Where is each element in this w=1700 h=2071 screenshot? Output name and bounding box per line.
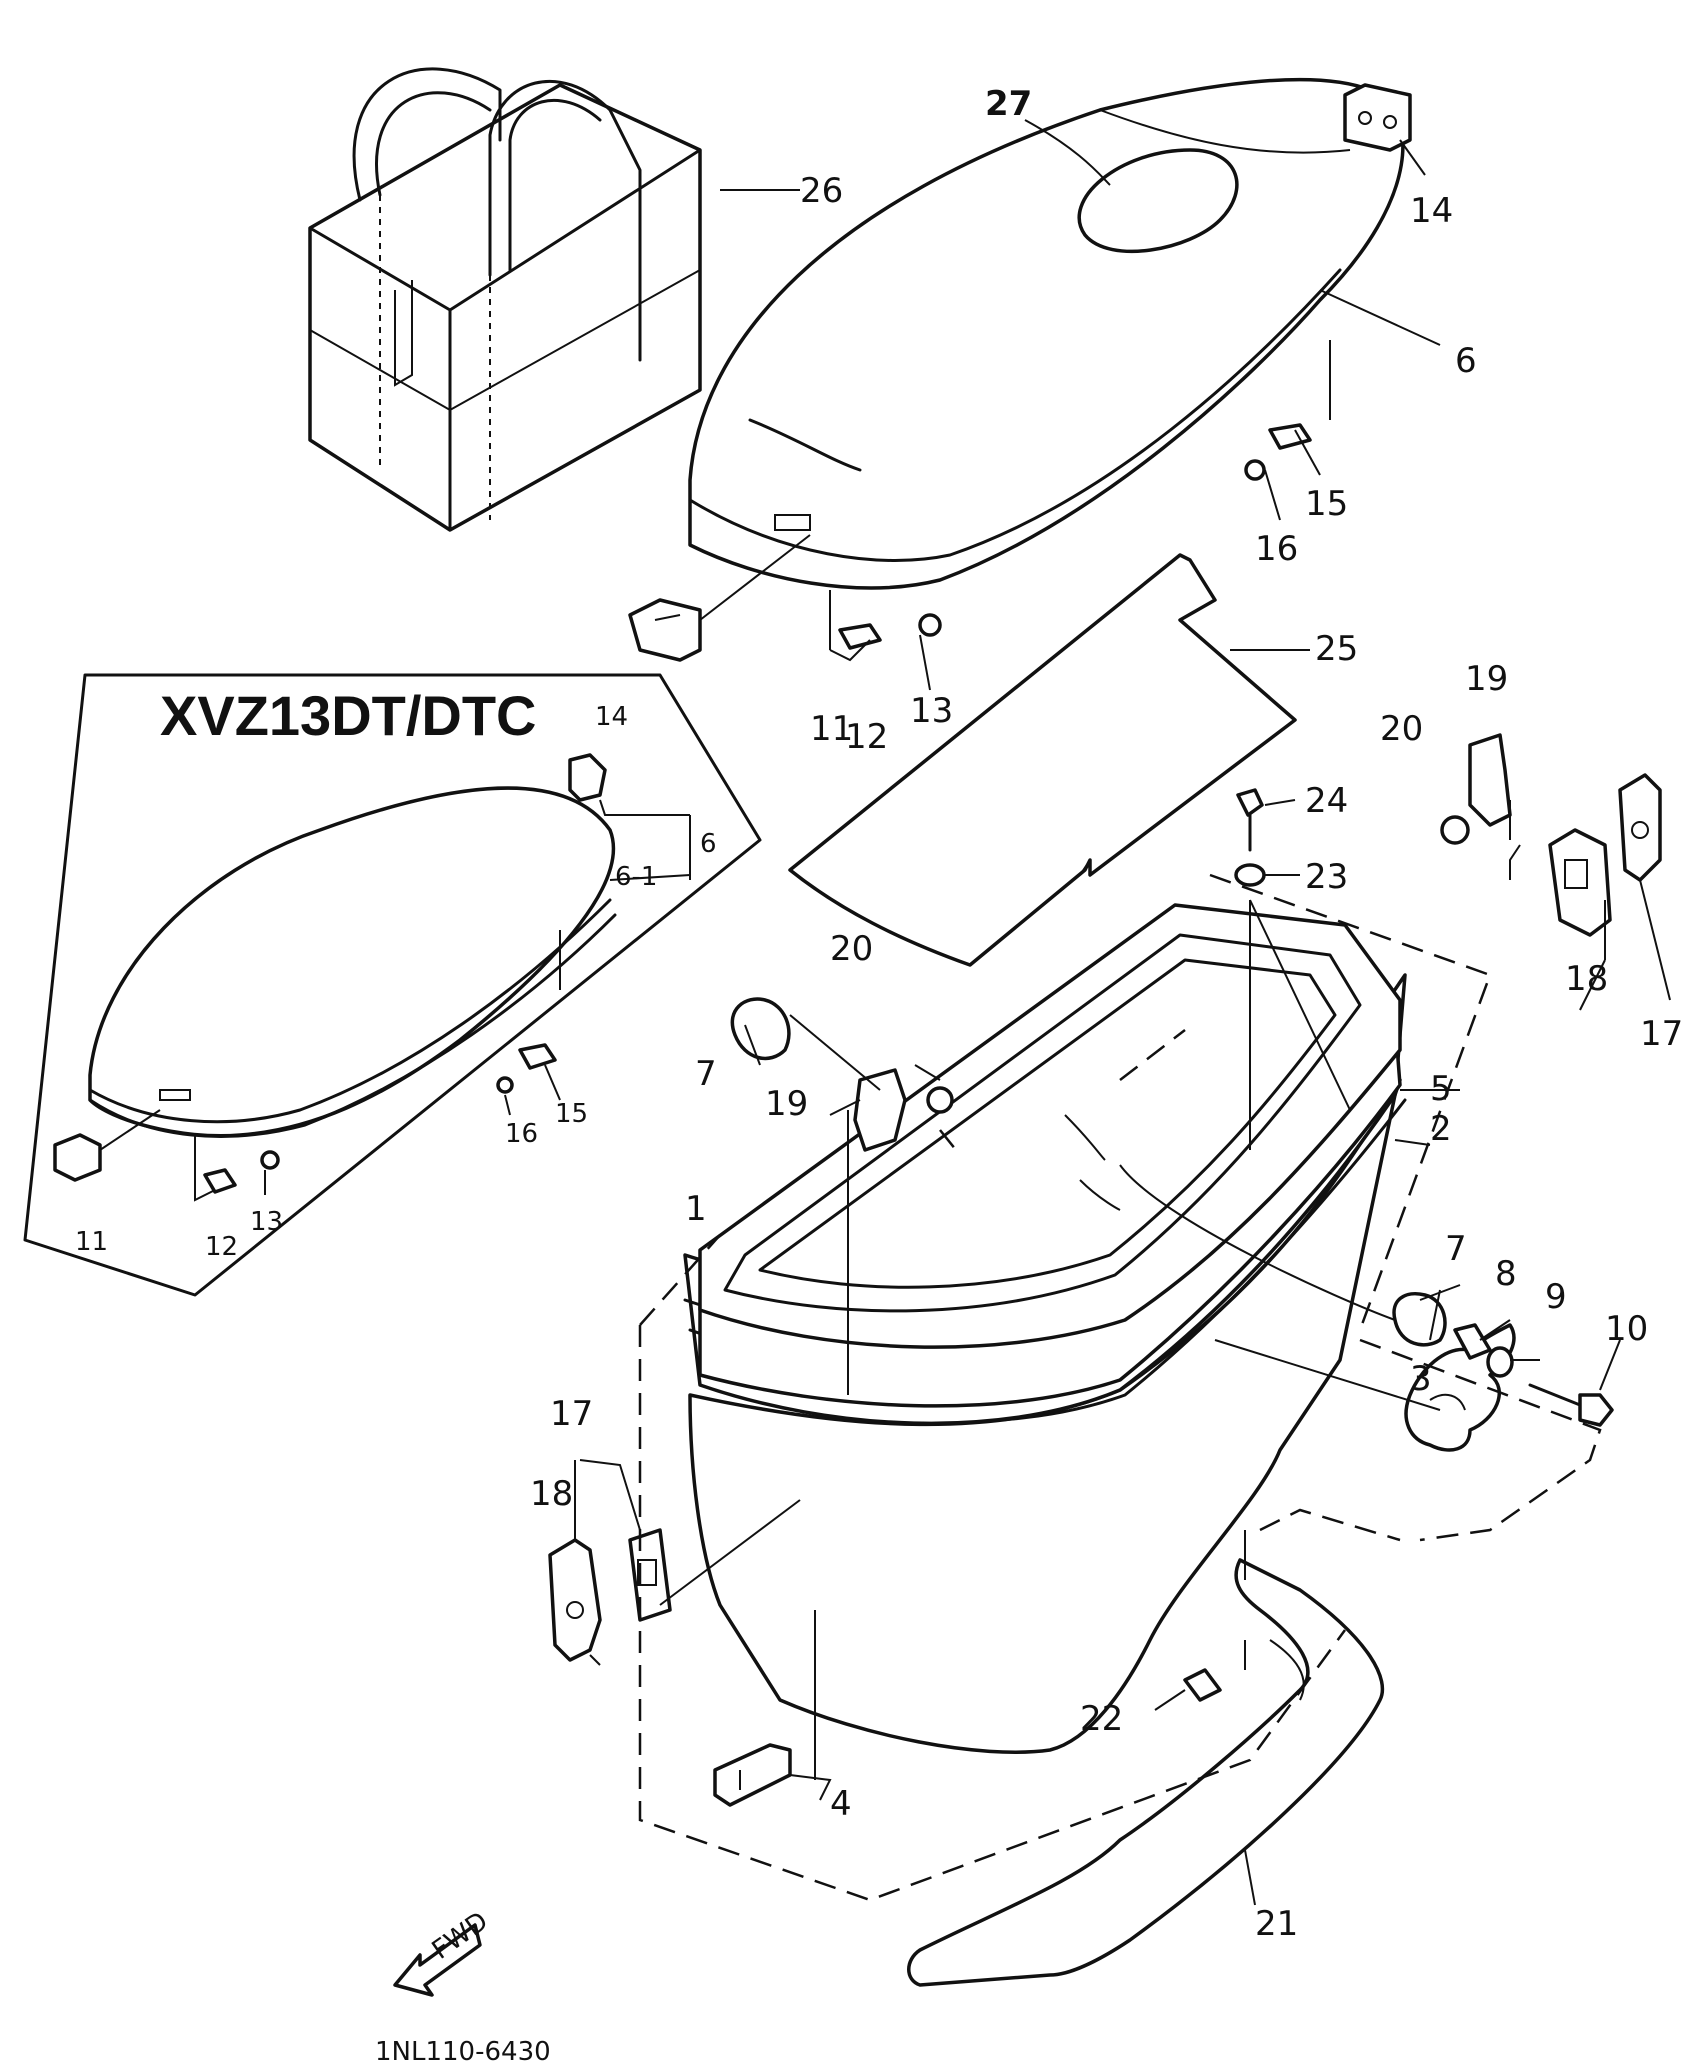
callout-15: 15 [1305,484,1348,524]
part-5-seal-gasket [698,903,1402,1408]
inset-xvz13dt-dtc [23,673,762,1297]
callout-19-right: 19 [1465,659,1508,699]
callout-9: 9 [1545,1277,1567,1317]
inset-part-14 [568,753,607,802]
inset-callout-14: 14 [595,702,628,732]
inset-part-16 [496,1076,514,1094]
inset-part-12 [203,1168,237,1194]
callout-24: 24 [1305,781,1348,821]
part-20-nut-upper [926,1086,954,1114]
inset-part-11 [53,1133,102,1182]
callout-25: 25 [1315,629,1358,669]
inset-title: XVZ13DT/DTC [160,684,537,747]
callout-6: 6 [1455,341,1477,381]
leader-lines [574,119,1671,1906]
part-14-latch-bracket [1343,83,1412,152]
callout-12: 12 [845,717,888,757]
part-20-nut-right [1440,815,1470,845]
callout-13: 13 [910,691,953,731]
part-9-washer [1486,1346,1514,1378]
part-18-latch-right [1618,773,1662,882]
part-7-bushing-upper [730,997,791,1061]
callout-18-left: 18 [530,1474,573,1514]
part-17-lock-plate-left [628,1528,672,1622]
part-15-plate-upper [1268,423,1312,450]
inset-part-13 [260,1150,280,1170]
callout-8: 8 [1495,1254,1517,1294]
part-6-lid [688,77,1405,590]
part-19-hinge-upper [853,1068,907,1152]
part-25-liner-mat [788,553,1297,967]
inset-callout-12: 12 [205,1232,238,1262]
inset-part-15 [518,1043,557,1070]
part-16-screw-upper [1244,459,1266,481]
part-19-hinge-right [1468,733,1512,827]
callout-17-left: 17 [550,1394,593,1434]
part-4-hinge-bracket [713,1743,792,1807]
inset-callout-13: 13 [250,1207,283,1237]
inset-lid [88,786,617,1138]
callout-18-right: 18 [1565,959,1608,999]
callout-7-lower: 7 [1445,1229,1467,1269]
part-27-handle-recess [1077,148,1239,254]
callout-17-right: 17 [1640,1014,1683,1054]
part-18-latch-left [548,1538,602,1662]
part-11-latch-catch [628,598,702,662]
part-23-washer [1234,863,1266,887]
inset-callout-15: 15 [555,1099,588,1129]
callout-16: 16 [1255,529,1298,569]
fwd-arrow-icon: FWD [393,1906,494,1997]
callout-1: 1 [685,1189,707,1229]
callout-19-upper: 19 [765,1084,808,1124]
callout-11: 11 [810,709,853,749]
part-12-plate [838,623,882,650]
callout-14: 14 [1410,191,1453,231]
callout-20-right: 20 [1380,709,1423,749]
callout-4: 4 [830,1784,852,1824]
callout-27: 27 [985,84,1032,124]
inset-callout-16: 16 [505,1119,538,1149]
inset-callout-11: 11 [75,1227,108,1257]
part-10-bolt [1528,1383,1614,1427]
callout-21: 21 [1255,1904,1298,1944]
callout-2: 2 [1430,1109,1452,1149]
callout-22: 22 [1080,1699,1123,1739]
part-26-inner-bag [308,67,702,532]
callout-labels: 26 27 14 6 15 16 25 11 12 13 19 20 24 23… [75,84,1683,1944]
part-13-screw [918,613,942,637]
callout-26: 26 [800,171,843,211]
part-17-lock-plate-right [1548,828,1612,937]
callout-3: 3 [1410,1359,1432,1399]
dashed-assembly-outline [638,873,1602,1902]
part-8-collar [1453,1323,1492,1360]
part-24-bolt [1236,788,1264,852]
callout-23: 23 [1305,857,1348,897]
callout-7-upper: 7 [695,1054,717,1094]
callout-20-upper: 20 [830,929,873,969]
diagram-code: 1NL110-6430 [375,2037,551,2067]
callout-10: 10 [1605,1309,1648,1349]
part-22-rubber-pad [1183,1668,1222,1702]
inset-callout-6-1: 6-1 [615,862,657,892]
inset-callout-6: 6 [700,829,717,859]
callout-5: 5 [1430,1069,1452,1109]
part-21-guard-rail [907,1558,1385,1987]
